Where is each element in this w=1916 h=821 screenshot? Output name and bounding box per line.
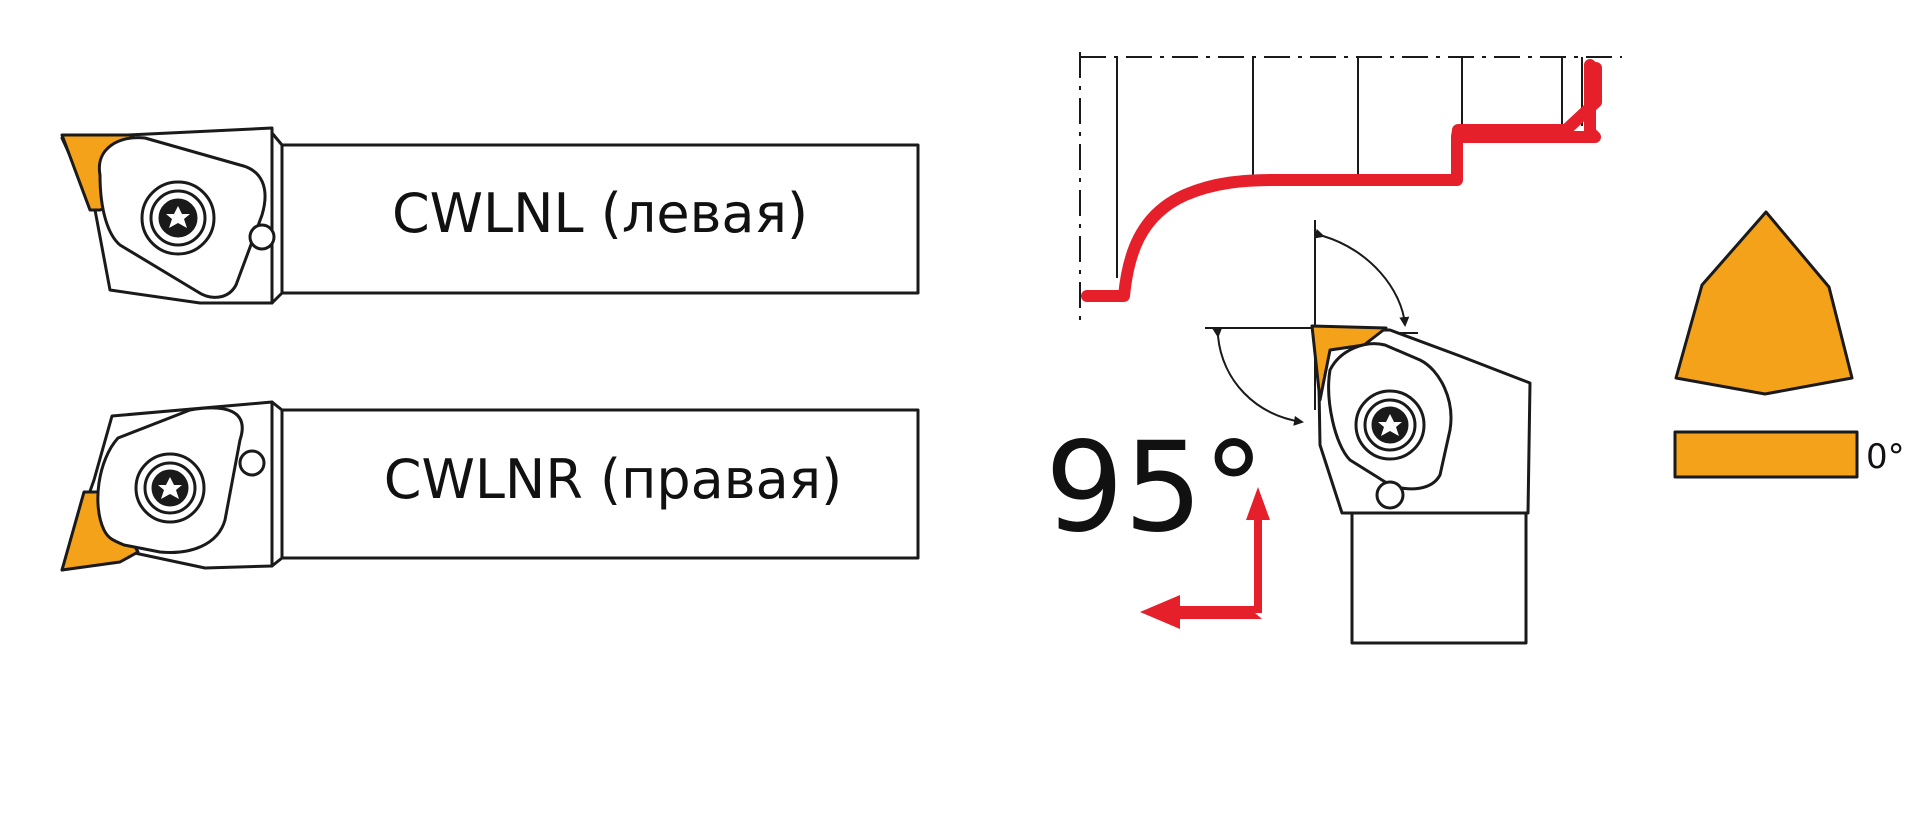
feed-direction-arrows-icon xyxy=(1140,487,1270,629)
clamp-pin-left xyxy=(248,223,276,251)
insert-preview xyxy=(1673,210,1859,479)
approach-angle-label: 95° xyxy=(1045,416,1265,560)
machining-path-step xyxy=(1451,62,1602,143)
holder-code-left: CWLNL (левая) xyxy=(392,182,808,245)
machining-path xyxy=(1081,59,1601,302)
workpiece-profile xyxy=(1079,52,1622,326)
insert-top-view xyxy=(1674,210,1854,396)
angle-arc-upper xyxy=(1313,228,1410,327)
clamp-pin-right-hand xyxy=(238,449,266,477)
holder-shank-right-hand xyxy=(280,408,920,560)
angle-arc-lower xyxy=(1212,327,1304,426)
insert-side-view xyxy=(1673,430,1859,479)
insert-relief-angle-label: 0° xyxy=(1866,437,1905,477)
torx-screw-icon xyxy=(140,180,216,256)
holder-shank-left xyxy=(280,143,920,295)
holder-cwlnr: CWLNR (правая) xyxy=(60,400,920,572)
holder-side-view xyxy=(1310,324,1532,645)
holder-code-right-hand: CWLNR (правая) xyxy=(384,448,842,511)
torx-screw-icon xyxy=(134,452,206,524)
clamp-pin-side xyxy=(1375,480,1405,510)
side-holder-shank xyxy=(1350,511,1528,645)
cutting-insert-side xyxy=(1310,324,1388,402)
holder-cwlnl: CWLNL (левая) xyxy=(60,126,920,305)
torx-screw-icon xyxy=(1354,389,1426,461)
